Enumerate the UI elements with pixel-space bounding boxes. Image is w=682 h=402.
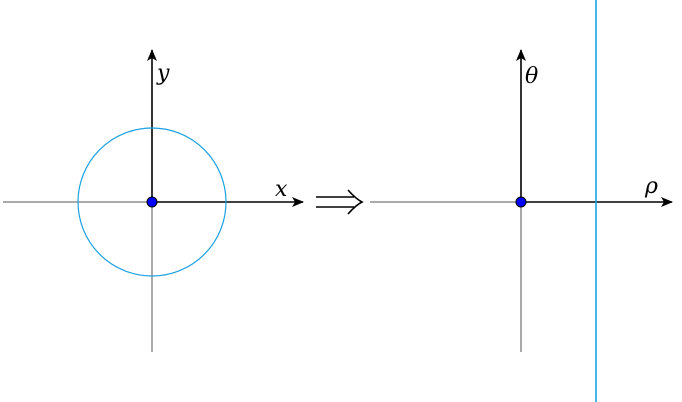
polar-origin-point xyxy=(515,196,527,208)
implies-arrow-icon xyxy=(347,189,364,215)
polar-plane: ρ θ xyxy=(370,0,673,402)
implies-arrow xyxy=(316,189,364,215)
origin-point xyxy=(146,196,158,208)
cartesian-plane: x y xyxy=(3,49,304,352)
theta-axis-label: θ xyxy=(525,64,538,89)
x-axis-label: x xyxy=(275,177,288,202)
circle-curve xyxy=(77,127,227,277)
rho-axis-label: ρ xyxy=(644,174,658,199)
y-axis-label: y xyxy=(156,61,170,86)
